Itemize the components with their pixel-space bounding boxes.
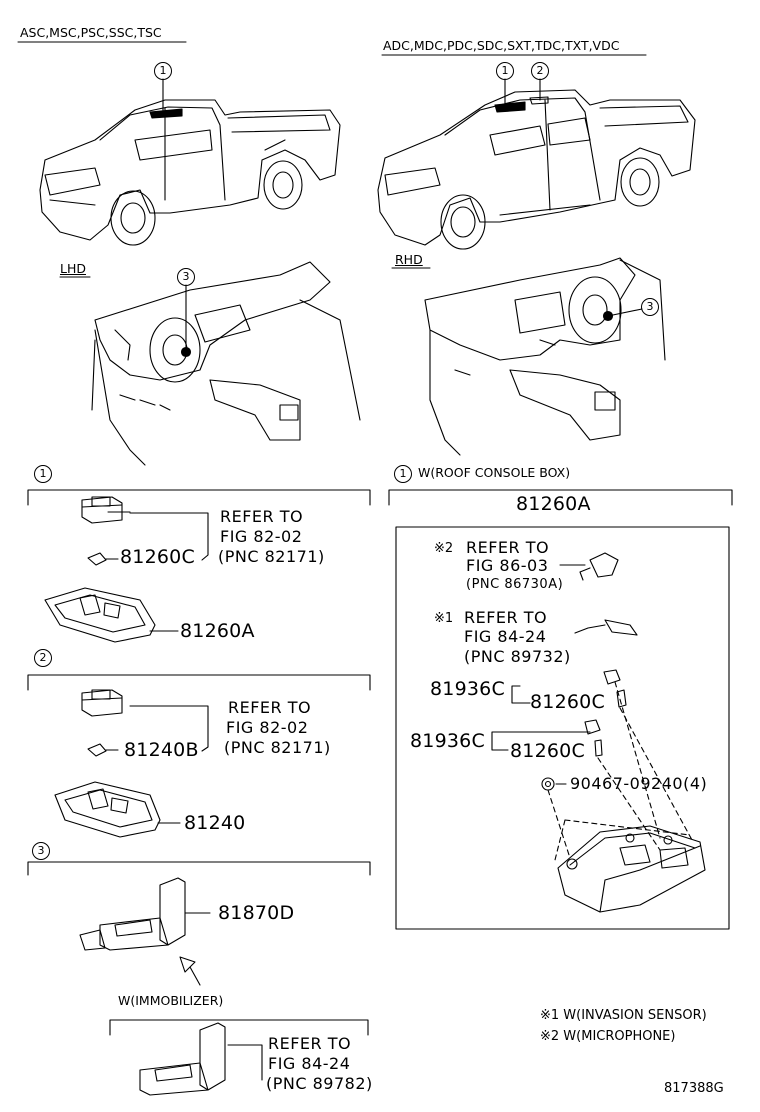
note2-mark: ※2	[434, 541, 454, 556]
section-3-marker: 3	[32, 842, 50, 860]
s3-refer-line1: REFER TO	[268, 1034, 352, 1053]
part-81260a: 81260A	[180, 620, 255, 642]
map-lamp-drawing-s1	[44, 587, 156, 643]
part-81936c-b: 81936C	[410, 730, 485, 752]
rc-note2-refer2: FIG 86-03	[466, 556, 549, 575]
rc-note1-refer1: REFER TO	[464, 608, 548, 627]
socket-drawing-s2	[81, 689, 123, 717]
rhd-label: RHD	[395, 252, 423, 267]
part-81260a-assembly: 81260A	[516, 493, 591, 515]
invasion-sensor-drawing	[574, 619, 638, 636]
lhd-label: LHD	[60, 261, 86, 276]
left-truck-model-codes: ASC,MSC,PSC,SSC,TSC	[20, 25, 162, 40]
figure-id: 817388G	[664, 1081, 724, 1096]
s2-refer-line1: REFER TO	[228, 698, 312, 717]
callout-1-left-truck: 1	[154, 62, 172, 80]
roof-console-housing-drawing	[557, 825, 706, 913]
rhd-dashboard-drawing	[391, 257, 666, 456]
immobilizer-label: W(IMMOBILIZER)	[118, 993, 224, 1008]
rc-note1-refer2: FIG 84-24	[464, 627, 547, 646]
rc-note2-refer3: (PNC 86730A)	[466, 577, 564, 592]
rc-note1-refer3: (PNC 89732)	[464, 647, 571, 666]
part-81260c-b: 81260C	[510, 740, 585, 762]
note1-mark: ※1	[434, 611, 454, 626]
callout-2-right-truck: 2	[531, 62, 549, 80]
roof-console-marker: 1	[394, 465, 412, 483]
part-81240b: 81240B	[124, 739, 199, 761]
part-81870d: 81870D	[218, 902, 295, 924]
double-cab-truck-drawing	[377, 78, 696, 250]
s1-refer-line3: (PNC 82171)	[218, 547, 325, 566]
callout-3-rhd: 3	[641, 298, 659, 316]
part-81260c-a: 81260C	[530, 691, 605, 713]
part-81260c: 81260C	[120, 546, 195, 568]
lhd-dashboard-drawing	[59, 261, 361, 466]
socket-drawing-s1	[81, 496, 131, 524]
footnote-microphone: ※2 W(MICROPHONE)	[540, 1029, 676, 1044]
s2-refer-line3: (PNC 82171)	[224, 738, 331, 757]
assembly-leader-lines	[547, 681, 693, 861]
s1-refer-line2: FIG 82-02	[220, 527, 303, 546]
map-lamp-drawing-s2	[54, 781, 161, 838]
section-1-marker: 1	[34, 465, 52, 483]
immobilizer-drawing-ref	[139, 1022, 226, 1096]
part-81936c-a: 81936C	[430, 678, 505, 700]
footnote-invasion-sensor: ※1 W(INVASION SENSOR)	[540, 1008, 707, 1023]
callout-3-lhd: 3	[177, 268, 195, 286]
rc-note2-refer1: REFER TO	[466, 538, 550, 557]
right-truck-model-codes: ADC,MDC,PDC,SDC,SXT,TDC,TXT,VDC	[383, 38, 620, 53]
s3-refer-line2: FIG 84-24	[268, 1054, 351, 1073]
part-81240: 81240	[184, 812, 246, 834]
microphone-drawing	[579, 552, 619, 581]
callout-1-right-truck: 1	[496, 62, 514, 80]
s3-refer-line3: (PNC 89782)	[266, 1074, 373, 1093]
immobilizer-amplifier-drawing	[79, 877, 186, 951]
s1-refer-line1: REFER TO	[220, 507, 304, 526]
part-90467-09240: 90467-09240(4)	[570, 774, 708, 793]
single-cab-truck-drawing	[39, 78, 341, 246]
roof-console-label: W(ROOF CONSOLE BOX)	[418, 465, 571, 480]
s2-refer-line2: FIG 82-02	[226, 718, 309, 737]
section-2-marker: 2	[34, 649, 52, 667]
